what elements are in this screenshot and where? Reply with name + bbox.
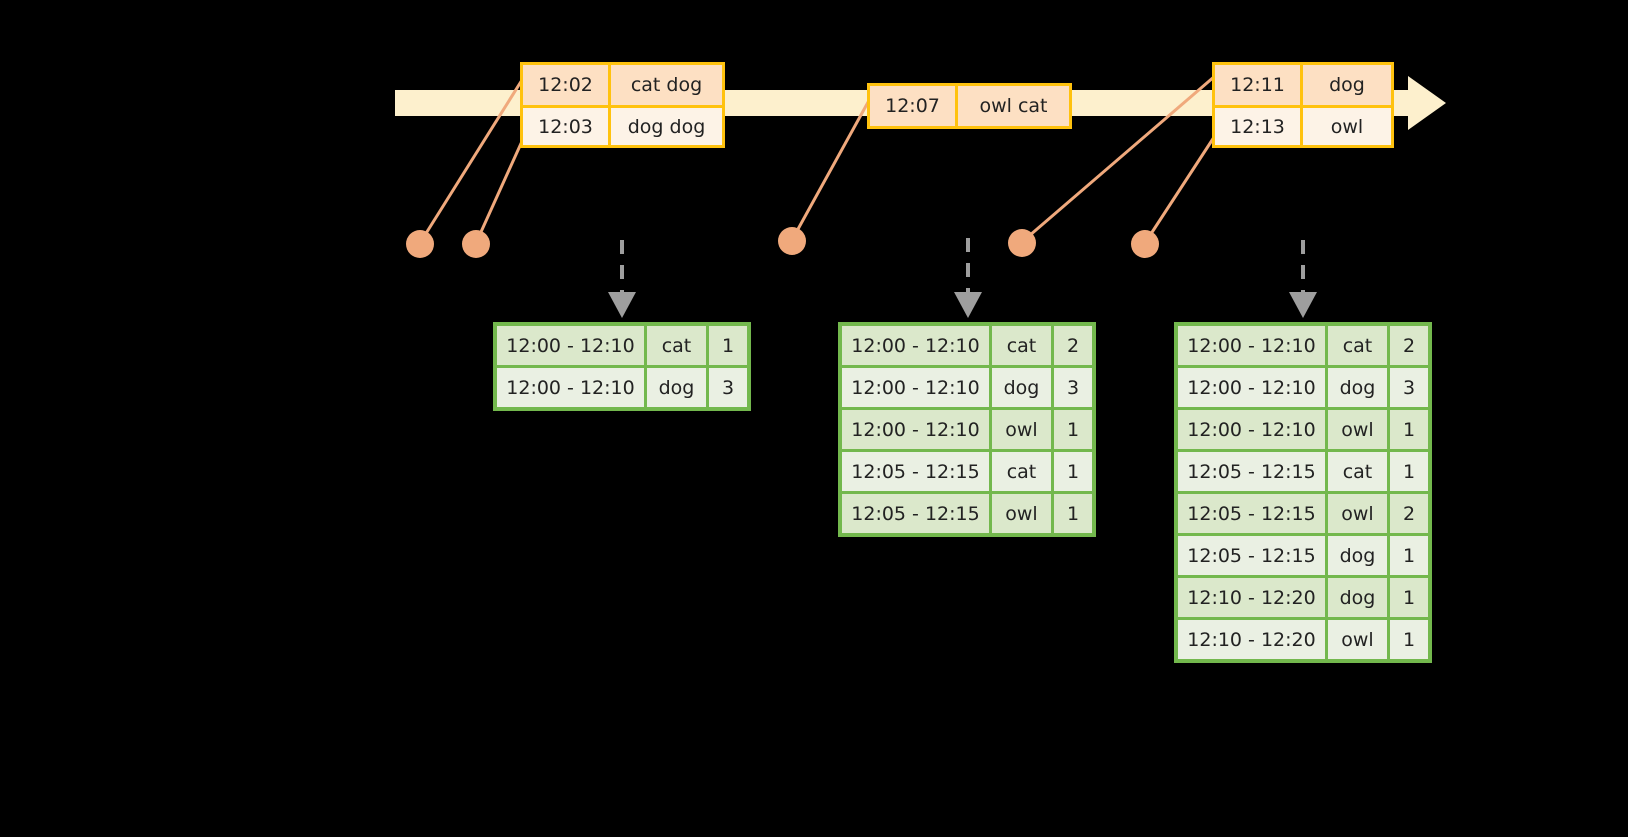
cell-key: owl <box>992 410 1054 449</box>
cell-key: owl <box>1328 494 1390 533</box>
cell-key: owl <box>992 494 1054 533</box>
cell-window: 12:05 - 12:15 <box>1178 494 1328 533</box>
connector-line-5 <box>1143 127 1222 244</box>
cell-key: dog <box>647 368 709 407</box>
cell-window: 12:00 - 12:10 <box>842 326 992 365</box>
cell-count: 1 <box>1390 620 1428 659</box>
cell-window: 12:00 - 12:10 <box>1178 410 1328 449</box>
cell-key: cat <box>647 326 709 365</box>
cell-window: 12:05 - 12:15 <box>842 494 992 533</box>
event-marker-1213-icon <box>1131 230 1159 258</box>
cell-count: 1 <box>1390 452 1428 491</box>
emit-arrow-2-head-icon <box>954 292 982 318</box>
event-marker-1207-icon <box>778 227 806 255</box>
cell-key: cat <box>1328 326 1390 365</box>
cell-window: 12:00 - 12:10 <box>842 368 992 407</box>
event-value: owl cat <box>979 95 1048 117</box>
cell-count: 1 <box>1390 536 1428 575</box>
event-group-2[interactable]: 12:07 owl cat <box>867 83 1072 129</box>
event-time: 12:07 <box>870 86 958 126</box>
event-time: 12:11 <box>1215 65 1303 105</box>
cell-key: dog <box>992 368 1054 407</box>
event-time: 12:03 <box>523 108 611 145</box>
event-row: 12:13 owl <box>1215 105 1391 145</box>
cell-window: 12:00 - 12:10 <box>497 368 647 407</box>
event-group-1[interactable]: 12:02 cat dog 12:03 dog dog <box>520 62 725 148</box>
cell-window: 12:00 - 12:10 <box>842 410 992 449</box>
cell-key: dog <box>1328 578 1390 617</box>
cell-count: 1 <box>1054 410 1092 449</box>
cell-window: 12:00 - 12:10 <box>1178 326 1328 365</box>
emit-arrow-3-head-icon <box>1289 292 1317 318</box>
cell-key: dog <box>1328 536 1390 575</box>
cell-key: cat <box>1328 452 1390 491</box>
event-marker-1203-icon <box>462 230 490 258</box>
cell-window: 12:05 - 12:15 <box>1178 452 1328 491</box>
emit-arrow-1-head-icon <box>608 292 636 318</box>
cell-key: owl <box>1328 410 1390 449</box>
cell-count: 1 <box>1390 578 1428 617</box>
event-value: dog <box>1329 74 1365 96</box>
event-value: cat dog <box>630 74 703 96</box>
cell-window: 12:10 - 12:20 <box>1178 620 1328 659</box>
event-value: dog dog <box>627 115 706 138</box>
cell-count: 3 <box>1390 368 1428 407</box>
timeline-arrowhead-icon <box>1408 76 1446 130</box>
event-time: 12:13 <box>1215 108 1303 145</box>
event-marker-1211-icon <box>1008 229 1036 257</box>
cell-window: 12:05 - 12:15 <box>842 452 992 491</box>
cell-count: 2 <box>1390 326 1428 365</box>
cell-window: 12:10 - 12:20 <box>1178 578 1328 617</box>
cell-key: owl <box>1328 620 1390 659</box>
event-value: owl <box>1330 115 1364 138</box>
cell-key: cat <box>992 326 1054 365</box>
cell-key: cat <box>992 452 1054 491</box>
connector-line-3 <box>790 94 874 241</box>
event-time: 12:02 <box>523 65 611 105</box>
event-group-3[interactable]: 12:11 dog 12:13 owl <box>1212 62 1394 148</box>
cell-count: 1 <box>1054 494 1092 533</box>
cell-count: 2 <box>1054 326 1092 365</box>
cell-window: 12:00 - 12:10 <box>497 326 647 365</box>
cell-count: 3 <box>1054 368 1092 407</box>
cell-count: 2 <box>1390 494 1428 533</box>
event-marker-1202-icon <box>406 230 434 258</box>
cell-window: 12:05 - 12:15 <box>1178 536 1328 575</box>
event-row: 12:11 dog <box>1215 65 1391 105</box>
event-row: 12:07 owl cat <box>870 86 1069 126</box>
cell-count: 1 <box>1054 452 1092 491</box>
cell-count: 1 <box>1390 410 1428 449</box>
cell-window: 12:00 - 12:10 <box>1178 368 1328 407</box>
cell-key: dog <box>1328 368 1390 407</box>
cell-count: 3 <box>709 368 747 407</box>
event-row: 12:03 dog dog <box>523 105 722 145</box>
cell-count: 1 <box>709 326 747 365</box>
event-row: 12:02 cat dog <box>523 65 722 105</box>
